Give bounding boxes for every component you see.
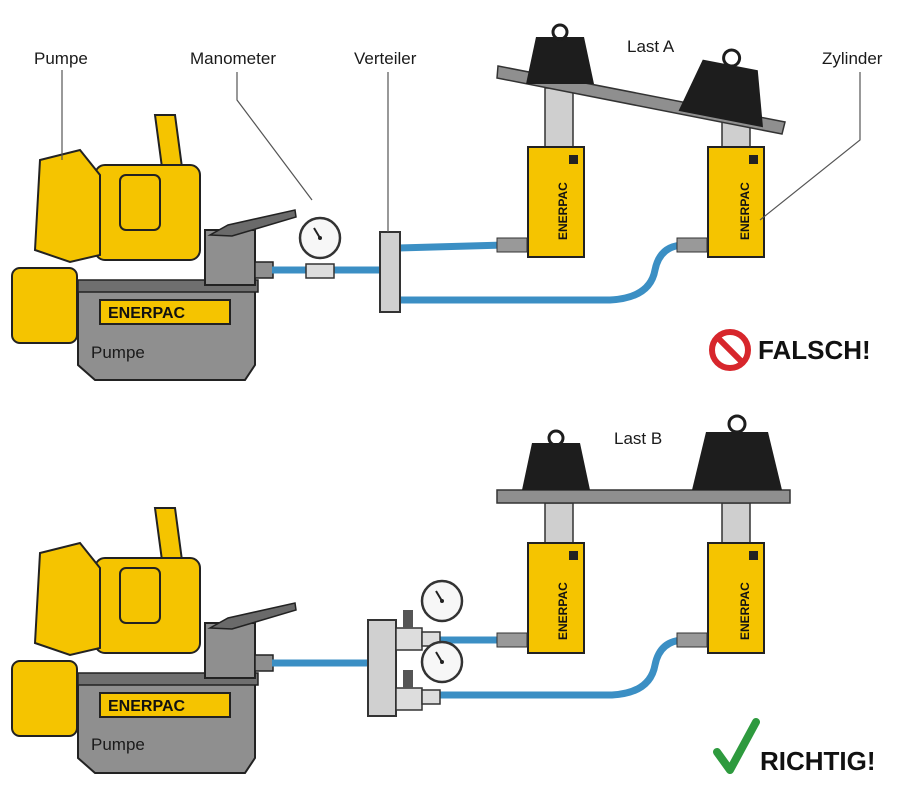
manifold-bottom <box>367 619 397 717</box>
coupler-a1 <box>496 237 528 253</box>
gauge-bottom-2 <box>420 640 464 684</box>
label-pump-body-top: Pumpe <box>91 343 145 362</box>
brand-cyl-a1: ENERPAC <box>556 182 570 240</box>
cylinder-b1 <box>527 502 585 654</box>
label-cylinder: Zylinder <box>822 49 883 68</box>
hose-cylinder-2-bottom <box>440 636 686 699</box>
label-load-a: Last A <box>627 37 675 56</box>
verdict-right: RICHTIG! <box>760 746 876 776</box>
brand-top: ENERPAC <box>108 305 185 322</box>
pump-top <box>11 114 297 381</box>
coupler-b2 <box>676 632 708 648</box>
pump-bottom <box>11 507 297 774</box>
brand-bottom: ENERPAC <box>108 698 185 715</box>
gauge-fitting-top <box>305 263 335 279</box>
coupler-a2 <box>676 237 708 253</box>
coupler-b1 <box>496 632 528 648</box>
gauge-bottom-1 <box>420 579 464 623</box>
manifold-top <box>379 231 401 313</box>
cylinder-a1 <box>527 87 585 258</box>
weight-a-small <box>524 23 596 86</box>
hose-cylinder-2-top <box>398 241 686 304</box>
label-pump-top: Pumpe <box>34 49 88 68</box>
checkmark-icon <box>713 718 760 774</box>
weight-b-large <box>692 414 782 490</box>
brand-cyl-a2: ENERPAC <box>738 182 752 240</box>
gauge-top <box>298 216 342 260</box>
verdict-wrong: FALSCH! <box>758 335 871 365</box>
cylinder-a2 <box>707 119 765 258</box>
beam-level <box>496 489 791 504</box>
weight-b-small <box>520 429 592 492</box>
label-gauge: Manometer <box>190 49 276 68</box>
brand-cyl-b1: ENERPAC <box>556 582 570 640</box>
label-manifold: Verteiler <box>354 49 417 68</box>
brand-cyl-b2: ENERPAC <box>738 582 752 640</box>
weight-a-large <box>678 48 763 128</box>
prohibited-icon <box>709 329 751 371</box>
label-load-b: Last B <box>614 429 662 448</box>
valve-2 <box>395 670 441 711</box>
label-pump-body-bottom: Pumpe <box>91 735 145 754</box>
cylinder-b2 <box>707 502 765 654</box>
hose-cylinder-1-top <box>397 241 506 252</box>
